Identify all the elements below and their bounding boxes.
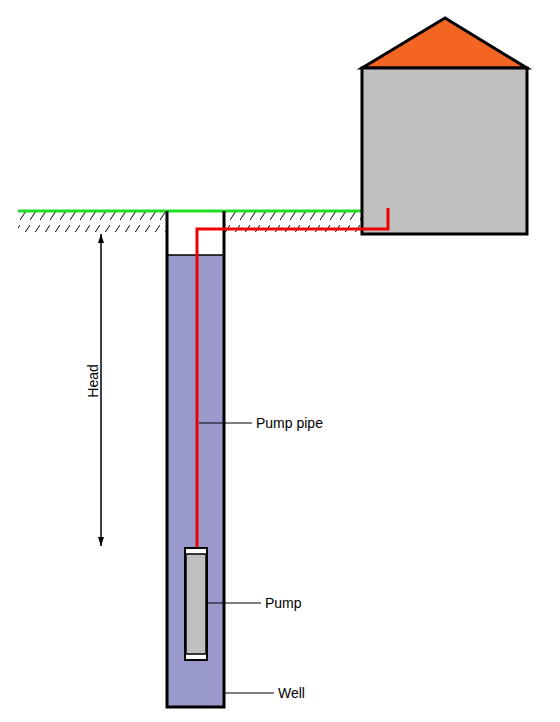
pump-pipe bbox=[197, 208, 388, 548]
part-label: Well bbox=[278, 685, 305, 701]
ground-line bbox=[18, 210, 362, 213]
house-roof bbox=[362, 18, 527, 68]
part-label: Pump bbox=[265, 595, 302, 611]
pump-body bbox=[185, 548, 207, 660]
leader-line bbox=[199, 423, 252, 424]
part-label: Pump pipe bbox=[256, 415, 323, 431]
leader-line bbox=[224, 693, 274, 694]
dimension-label: Head bbox=[85, 364, 101, 397]
ground-hatch bbox=[18, 212, 167, 232]
leader-line bbox=[207, 603, 261, 604]
pump-core bbox=[186, 554, 206, 654]
